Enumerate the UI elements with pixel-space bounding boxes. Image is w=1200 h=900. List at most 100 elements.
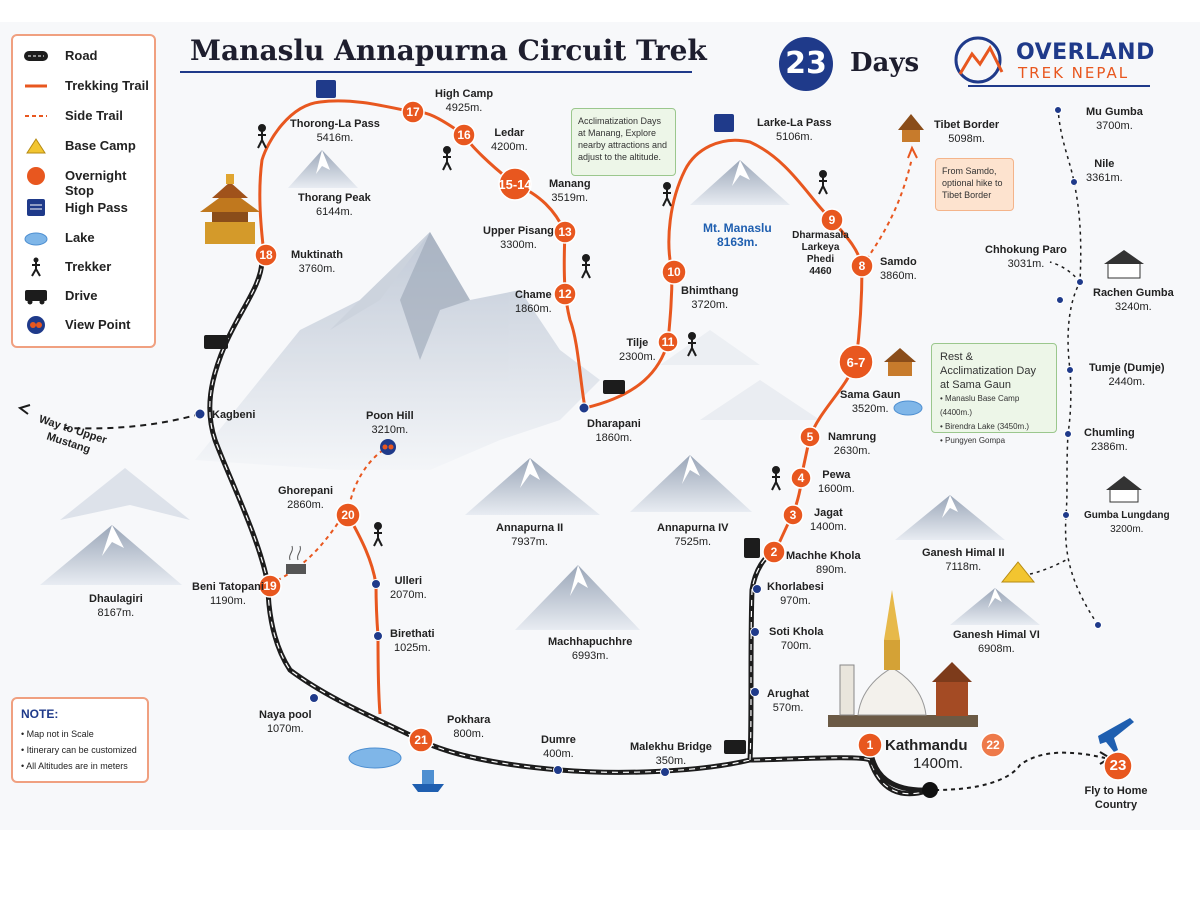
place-label-kagbeni: Kagbeni (212, 408, 255, 422)
stop-marker-number: 4 (798, 471, 805, 485)
stop-name: Namrung (828, 431, 877, 443)
note-item-text: Map not in Scale (26, 729, 94, 739)
stop-label-manang: Manang 3519m. (549, 177, 591, 205)
sama-rest-box: Rest & Acclimatization Day at Sama Gaun … (931, 343, 1057, 445)
place-name: Rachen Gumba (1093, 287, 1174, 299)
peak-annapurna-iv (630, 455, 752, 512)
stop-name: High Camp (435, 88, 494, 100)
pass-sign-icon (27, 199, 45, 216)
place-label-tumje: Tumje (Dumje)2440m. (1089, 361, 1165, 389)
place-name: Larke-La Pass (757, 117, 832, 129)
place-name: Chhokung Paro (985, 244, 1067, 256)
stop-marker-20: 20 (335, 502, 361, 528)
stop-marker-number: 5 (807, 430, 814, 444)
legend-item: Side Trail (13, 104, 154, 128)
stop-altitude: 3860m. (880, 270, 917, 282)
legend-item: View Point (13, 313, 154, 337)
place-name: Birethati (390, 628, 435, 640)
stop-marker-21: 21 (408, 727, 434, 753)
stop-marker-3: 3 (782, 504, 804, 526)
stop-marker-23: 23 (1103, 751, 1133, 781)
peak-name: Annapurna IV (657, 522, 729, 534)
place-altitude: 3210m. (371, 424, 409, 436)
peak-dhaulagiri (40, 468, 190, 585)
note-item-text: All Altitudes are in meters (26, 761, 128, 771)
place-altitude: 970m. (780, 595, 811, 607)
place-label-rachen-gumba: Rachen Gumba 3240m. (1093, 286, 1174, 314)
stop-marker-circle (1103, 751, 1133, 781)
page-title: Manaslu Annapurna Circuit Trek (190, 34, 707, 67)
place-altitude: 2070m. (390, 589, 427, 601)
sama-rest-item: • Birendra Lake (3450m.) (940, 422, 1030, 431)
stop-marker-number: 12 (558, 287, 572, 301)
stop-marker-circle (782, 504, 804, 526)
stop-marker-9: 9 (820, 208, 844, 232)
stop-name: Manang (549, 178, 591, 190)
stop-marker-circle (408, 727, 434, 753)
legend-item: Drive (13, 284, 154, 308)
stop-marker-number: 6-7 (847, 355, 866, 370)
stop-marker-circle (553, 220, 577, 244)
legend-label: Side Trail (65, 108, 123, 123)
place-name: Gumba Lungdang (1084, 510, 1170, 521)
stop-marker-number: 19 (263, 579, 277, 593)
stop-altitude: 1190m. (210, 595, 246, 607)
peak-name: Dhaulagiri (89, 593, 143, 605)
stop-marker-number: 13 (558, 225, 572, 239)
place-altitude: 350m. (655, 755, 687, 767)
stop-marker-number: 8 (859, 259, 866, 273)
stop-marker-number: 10 (667, 265, 681, 279)
peak-altitude: 7118m. (945, 561, 982, 573)
brand-name: OVERLAND (1016, 40, 1155, 65)
place-name: Dharapani (587, 418, 641, 430)
map-legend: Road Trekking Trail Side Trail Base Camp… (11, 34, 156, 348)
place-name: Dumre (541, 734, 576, 746)
temple-tibet-icon (898, 114, 924, 142)
brand-logo-icon (954, 36, 1004, 84)
stop-name: Fly to Home Country (1084, 785, 1148, 811)
peak-altitude: 7937m. (511, 536, 548, 548)
stop-marker-circle (335, 502, 361, 528)
samdo-tibet-box: From Samdo, optional hike to Tibet Borde… (935, 158, 1014, 211)
vehicle-icon (25, 290, 47, 305)
stop-marker-circle (661, 259, 687, 285)
binoculars-icon (380, 439, 396, 455)
stop-marker-number: 17 (406, 105, 420, 119)
stop-name: Sama Gaun (840, 389, 901, 401)
sama-rest-item-text: Manaslu Base Camp (4400m.) (940, 394, 1020, 417)
stop-marker-number: 11 (662, 335, 675, 349)
peak-name: Thorang Peak (298, 192, 371, 204)
peak-altitude: 8167m. (97, 607, 135, 619)
place-altitude: 3361m. (1086, 172, 1123, 184)
title-underline (180, 71, 692, 73)
stop-marker-number: 15-14 (498, 177, 532, 192)
stop-marker-22: 22 (980, 732, 1006, 758)
place-name: Ulleri (394, 575, 423, 587)
place-name: Soti Khola (769, 626, 824, 638)
stop-altitude: 3720m. (691, 299, 729, 311)
binoculars-icon (27, 316, 45, 334)
place-label-ulleri: Ulleri 2070m. (390, 574, 427, 602)
stop-altitude: 3519m. (551, 192, 589, 204)
stop-marker-number: 22 (986, 738, 1000, 752)
stop-name: Chame (515, 289, 552, 301)
place-altitude: 3240m. (1114, 301, 1152, 313)
legend-item: Lake (13, 226, 154, 250)
place-name: Tibet Border (934, 119, 1000, 131)
place-name: Khorlabesi (767, 581, 824, 593)
waypoint-dots (194, 106, 1102, 777)
legend-item: Road (13, 44, 154, 68)
place-name: Thorong-La Pass (290, 118, 380, 130)
